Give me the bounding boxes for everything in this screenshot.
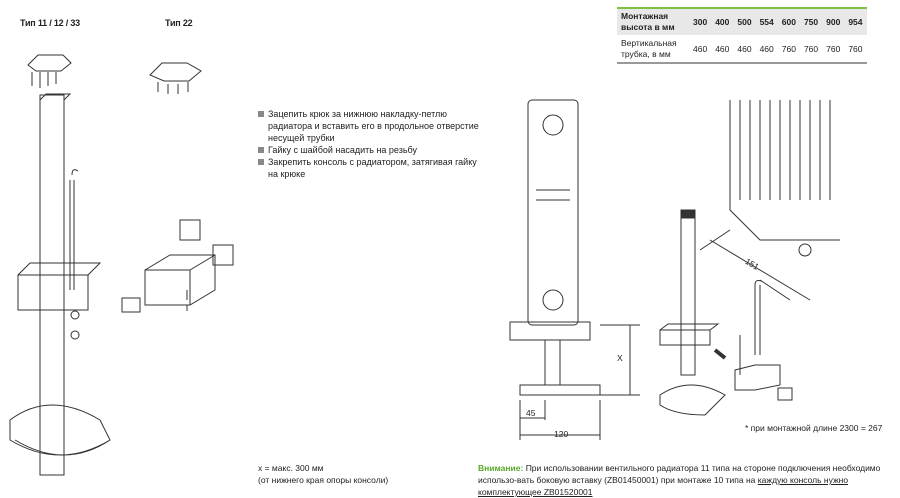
table-cell: 760 [803,43,819,54]
table-cell: 900 [822,8,845,35]
step-item: Закрепить консоль с радиатором, затягива… [258,156,483,180]
installation-steps: Зацепить крюк за нижнюю накладку-петлю р… [258,108,483,180]
xmax-subnote: (от нижнего края опоры консоли) [258,475,389,485]
console-type-11-drawing [9,54,111,476]
table-cell: 460 [715,43,730,54]
row-header: Монтажная высота в мм [617,8,689,35]
radiator-perspective-drawing [699,100,840,301]
step-item: Гайку с шайбой насадить на резьбу [258,144,483,156]
warning-title: Внимание: [478,463,524,473]
table-cell: 300 [689,8,712,35]
dim-120: 120 [554,429,569,439]
xmax-note: x = макс. 300 мм [258,463,324,473]
table-row: Вертикальная трубка, в мм 460 460 460 46… [617,35,867,63]
table-cell: 500 [733,8,756,35]
table-row: Монтажная высота в мм 300 400 500 554 60… [617,8,867,35]
warning-underlined: каждую консоль нужно комплектующее ZB015… [478,475,849,497]
table-cell: 760 [848,43,863,54]
step-item: Зацепить крюк за нижнюю накладку-петлю р… [258,108,483,144]
dim-45: 45 [526,408,536,418]
dim-x: X [617,353,623,363]
height-table: Монтажная высота в мм 300 400 500 554 60… [617,7,867,64]
type-11-12-33-label: Тип 11 / 12 / 33 [20,18,80,28]
table-cell: 600 [777,8,800,35]
table-cell: 460 [693,43,708,54]
table-cell: 460 [759,43,774,54]
table-cell: 460 [737,43,752,54]
warning-text: При использовании вентильного радиатора … [478,463,881,485]
table-cell: 760 [826,43,841,54]
console-assembly-drawing [659,209,793,416]
console-type-22-drawing [121,62,234,313]
table-cell: 400 [711,8,734,35]
table-cell: 954 [844,8,867,35]
table-cell: 750 [799,8,823,35]
table-cell: 554 [755,8,778,35]
warning-note: Внимание: При использовании вентильного … [478,462,898,498]
radiator-section-drawing [509,99,640,440]
row-header: Вертикальная трубка, в мм [621,37,677,59]
type-22-label: Тип 22 [165,18,193,28]
table-cell: 760 [781,43,796,54]
length-note: * при монтажной длине 2300 = 267 [745,423,883,433]
